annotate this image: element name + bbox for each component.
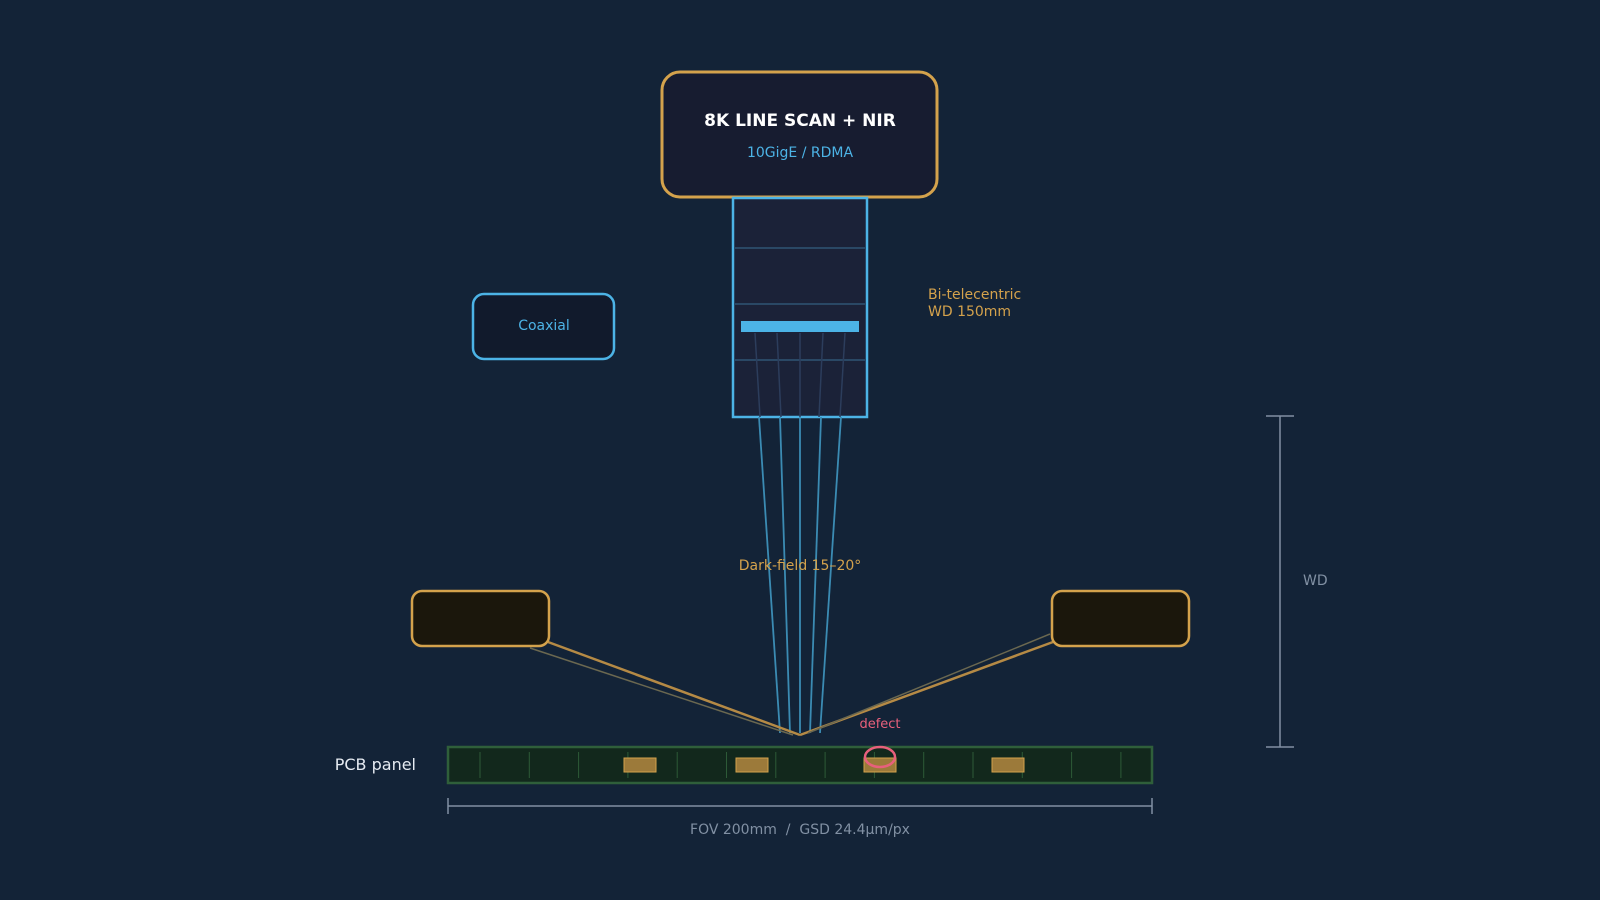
darkfield-lights: Dark-field 15–20°: [410, 558, 1191, 737]
telecentric-lens: [731, 196, 869, 419]
defect-label: defect: [859, 717, 900, 732]
lens-aperture-stop: [741, 321, 859, 332]
pcb-traces: [479, 752, 1122, 778]
pcb-label: PCB panel: [335, 755, 416, 774]
wd-dimension: WD: [1266, 415, 1328, 748]
coaxial-light: Coaxial: [471, 292, 616, 361]
coaxial-light-box: [471, 292, 616, 361]
lens-wd-label: WD 150mm: [928, 304, 1011, 320]
imaging-ray: [779, 416, 791, 734]
darkfield-ray-right-secondary: [807, 633, 1051, 734]
fov-dimension: FOV 200mm / GSD 24.4µm/px: [447, 798, 1153, 838]
darkfield-light-left: [410, 589, 551, 648]
pcb-component: [735, 757, 769, 773]
inner-ray: [754, 332, 761, 418]
darkfield-ray-left: [547, 640, 801, 737]
darkfield-light-right: [1050, 589, 1191, 648]
darkfield-label: Dark-field 15–20°: [739, 558, 862, 574]
inner-ray: [818, 332, 824, 418]
lens-type-label: Bi-telecentric: [928, 287, 1021, 303]
inner-ray: [776, 332, 782, 418]
imaging-ray: [819, 416, 842, 734]
inner-ray: [839, 332, 846, 418]
imaging-rays: [758, 416, 842, 734]
darkfield-ray-left-secondary: [529, 647, 794, 736]
fov-dimension-label: FOV 200mm / GSD 24.4µm/px: [690, 822, 910, 838]
pcb-component: [623, 757, 657, 773]
pcb-component: [863, 757, 897, 773]
wd-dimension-label: WD: [1303, 573, 1328, 589]
imaging-ray: [809, 416, 822, 734]
defect-marker: [863, 745, 897, 769]
camera-subtitle: 10GigE / RDMA: [747, 145, 853, 161]
camera-title: 8K LINE SCAN + NIR: [704, 111, 896, 131]
camera-body: [660, 70, 939, 199]
pcb-board: [446, 745, 1154, 785]
lens-annotation: Bi-telecentric WD 150mm: [928, 287, 1021, 320]
imaging-ray: [758, 416, 781, 734]
camera-module: 8K LINE SCAN + NIR 10GigE / RDMA: [660, 70, 939, 199]
coaxial-light-label: Coaxial: [518, 318, 570, 334]
pcb-component: [991, 757, 1025, 773]
pcb-panel: PCB panel defect: [335, 717, 1154, 785]
